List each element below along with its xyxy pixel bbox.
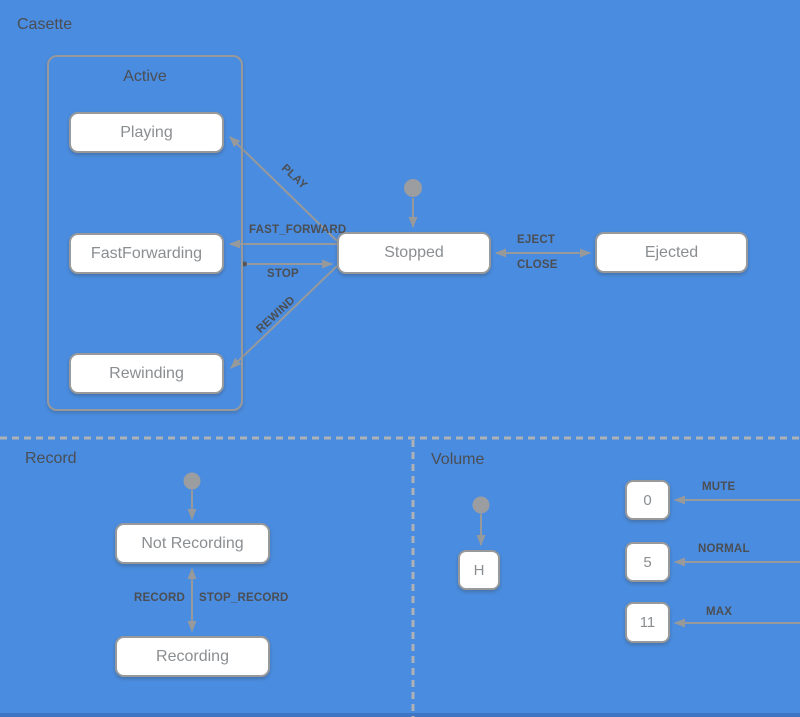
cassette-title: Casette <box>17 16 73 33</box>
initial-dot-stopped <box>404 179 422 197</box>
state-rewinding[interactable]: Rewinding <box>69 353 224 394</box>
state-volume-5[interactable]: 5 <box>625 542 670 582</box>
event-label-stop-record[interactable]: STOP_RECORD <box>199 592 289 604</box>
volume-title: Volume <box>431 451 485 468</box>
event-label-stop[interactable]: STOP <box>267 268 299 280</box>
event-label-normal[interactable]: NORMAL <box>698 543 750 555</box>
event-label-max[interactable]: MAX <box>706 606 733 618</box>
state-ejected[interactable]: Ejected <box>595 232 748 273</box>
state-fastforwarding[interactable]: FastForwarding <box>69 233 224 274</box>
transition-arrow-play <box>229 136 338 242</box>
active-group-state[interactable]: Active <box>47 55 243 411</box>
event-label-close[interactable]: CLOSE <box>517 259 558 271</box>
state-not-recording[interactable]: Not Recording <box>115 523 270 564</box>
active-group-label: Active <box>123 68 167 85</box>
transition-arrow-rewind <box>230 265 338 369</box>
state-playing[interactable]: Playing <box>69 112 224 153</box>
stop-origin-dot <box>242 261 247 267</box>
state-volume-0[interactable]: 0 <box>625 480 670 520</box>
record-title: Record <box>25 450 77 467</box>
state-volume-11[interactable]: 11 <box>625 602 670 643</box>
event-label-record[interactable]: RECORD <box>134 592 186 604</box>
state-volume-initial[interactable]: H <box>458 550 500 590</box>
state-recording[interactable]: Recording <box>115 636 270 677</box>
event-label-mute[interactable]: MUTE <box>702 481 736 493</box>
initial-dot-volume <box>472 496 490 514</box>
state-stopped[interactable]: Stopped <box>337 232 491 274</box>
initial-dot-record <box>183 472 201 490</box>
event-label-fast-forward[interactable]: FAST_FORWARD <box>249 224 347 236</box>
event-label-eject[interactable]: EJECT <box>517 234 556 246</box>
bottom-edge-strip <box>0 713 800 717</box>
